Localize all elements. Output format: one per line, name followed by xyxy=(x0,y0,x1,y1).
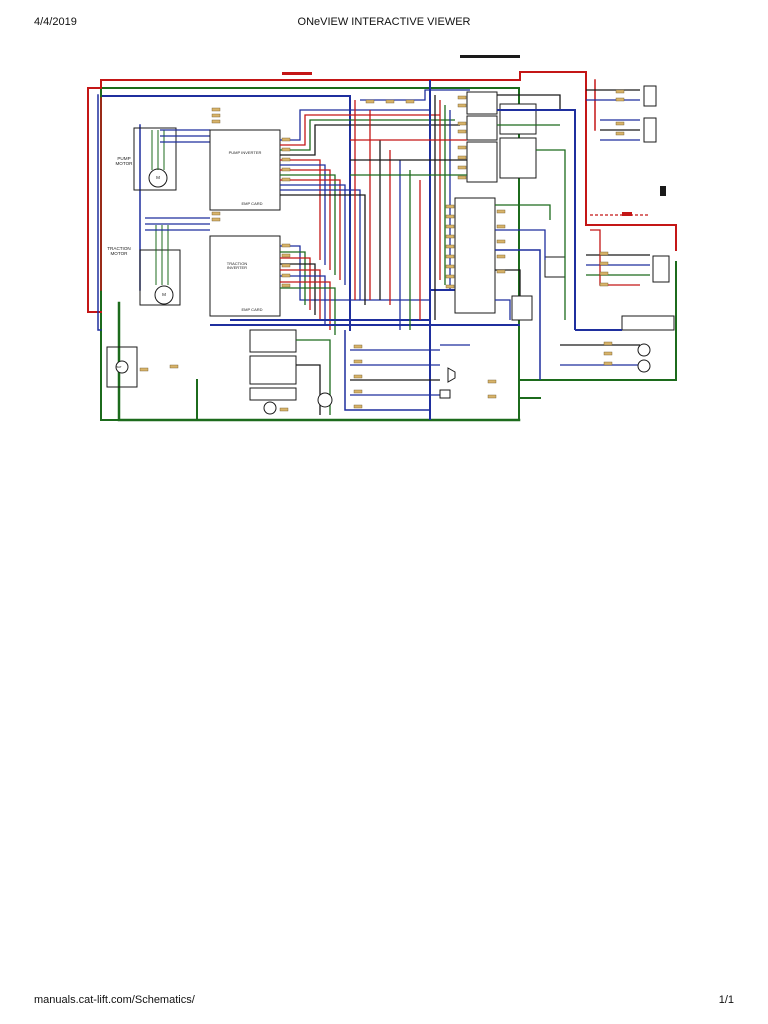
pump-motor-block xyxy=(133,127,210,191)
source-url: manuals.cat-lift.com/Schematics/ xyxy=(34,994,195,1006)
traction-motor-label: TRACTION MOTOR xyxy=(107,246,131,256)
right-wiring xyxy=(440,89,650,366)
top-marks xyxy=(282,55,666,216)
emp-card-top-label: EMP CARD xyxy=(241,201,263,206)
lamps xyxy=(263,343,651,415)
connector-chips xyxy=(139,89,625,412)
pump-motor-label: PUMP MOTOR xyxy=(115,156,133,166)
frame-wires xyxy=(87,71,677,422)
print-date: 4/4/2019 xyxy=(34,16,77,28)
inverter-boxes xyxy=(209,129,281,317)
emp-card-bottom-label: EMP CARD xyxy=(241,307,263,312)
pump-motor-symbol: M xyxy=(156,175,160,180)
page-title: ONeVIEW INTERACTIVE VIEWER xyxy=(297,16,471,28)
traction-motor-block xyxy=(139,217,210,306)
page-number: 1/1 xyxy=(718,994,734,1006)
battery-label: BAT xyxy=(116,365,122,369)
traction-motor-symbol: M xyxy=(162,292,166,297)
traction-inverter-label: TRACTION INVERTER xyxy=(226,261,248,270)
battery-block xyxy=(106,346,138,388)
pump-inverter-label: PUMP INVERTER xyxy=(228,150,262,155)
